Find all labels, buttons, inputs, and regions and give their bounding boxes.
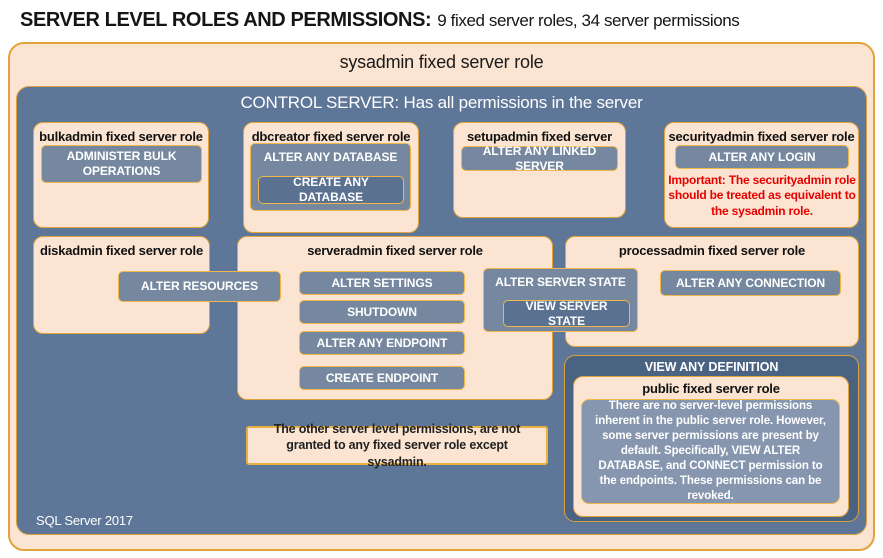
control-server-label: CONTROL SERVER: Has all permissions in t… [240,93,643,112]
dbcreator-role-title: dbcreator fixed server role [251,129,411,144]
permission-alter-resources: ALTER RESOURCES [118,271,281,302]
public-role-description: There are no server-level permissions in… [581,399,840,504]
bulkadmin-role-title: bulkadmin fixed server role [39,129,203,144]
securityadmin-role-title: securityadmin fixed server role [668,129,855,144]
diskadmin-role-title: diskadmin fixed server role [40,243,203,258]
sql-server-version-label: SQL Server 2017 [36,513,133,528]
permission-alter-any-connection: ALTER ANY CONNECTION [660,270,841,296]
permission-alter-any-linked-server: ALTER ANY LINKED SERVER [461,144,618,173]
permission-create-endpoint: CREATE ENDPOINT [299,366,465,390]
permission-administer-bulk-operations: ADMINISTER BULK OPERATIONS [41,145,202,183]
serveradmin-role-title: serveradmin fixed server role [307,243,483,258]
permission-alter-any-endpoint: ALTER ANY ENDPOINT [299,331,465,355]
permission-create-any-database: CREATE ANY DATABASE [258,175,404,204]
other-permissions-note: The other server level permissions, are … [246,422,548,469]
securityadmin-important-note: Important: The securityadmin role should… [668,173,856,218]
view-any-definition-label: VIEW ANY DEFINITION [644,360,779,374]
permission-view-server-state: VIEW SERVER STATE [503,299,630,328]
public-role-title: public fixed server role [642,381,780,396]
page-title-main: SERVER LEVEL ROLES AND PERMISSIONS: [20,9,432,31]
permission-alter-settings: ALTER SETTINGS [299,271,465,295]
securityadmin-role-box: securityadmin fixed server role [664,122,859,228]
permission-alter-server-state-label: ALTER SERVER STATE [495,275,626,289]
processadmin-role-title: processadmin fixed server role [618,243,806,258]
page-title: SERVER LEVEL ROLES AND PERMISSIONS: 9 fix… [20,9,870,32]
permission-alter-any-database-label: ALTER ANY DATABASE [263,150,398,164]
permission-alter-any-login: ALTER ANY LOGIN [675,145,849,169]
page-title-subtitle: 9 fixed server roles, 34 server permissi… [437,11,740,30]
sysadmin-role-label: sysadmin fixed server role [339,52,544,72]
permission-shutdown: SHUTDOWN [299,300,465,324]
